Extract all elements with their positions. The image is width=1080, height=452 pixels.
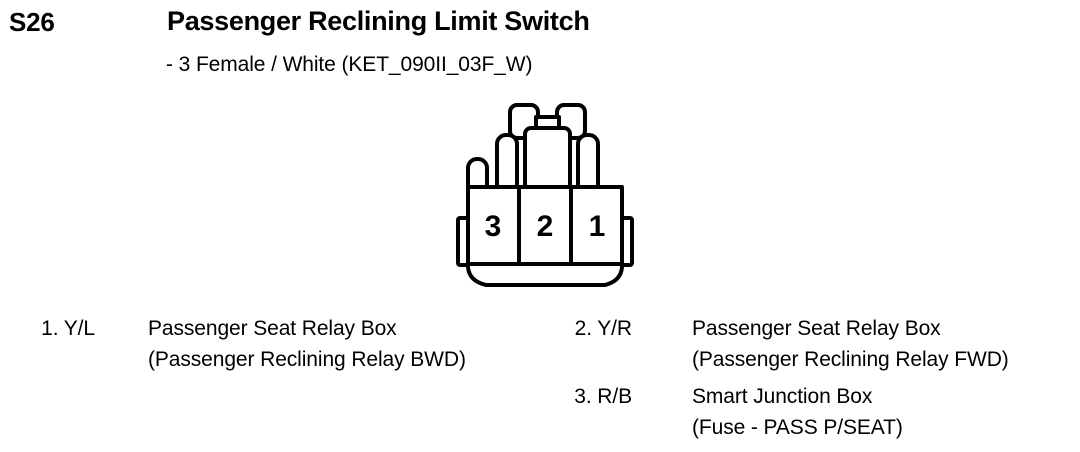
pin-description: Passenger Seat Relay Box (Passenger Recl… <box>95 313 545 375</box>
center-post-block <box>523 126 572 192</box>
pin-description-line-2: (Fuse - PASS P/SEAT) <box>692 416 903 439</box>
post-inner-right <box>576 133 600 195</box>
pin-reference: 1. Y/L <box>41 317 95 340</box>
post-inner-left <box>495 133 519 195</box>
connector-subtitle: - 3 Female / White (KET_090II_03F_W) <box>166 53 533 76</box>
page-title: Passenger Reclining Limit Switch <box>167 6 590 36</box>
pin-list-left: 1. Y/L Passenger Seat Relay Box (Passeng… <box>0 313 545 381</box>
connector-outline-svg: 3 2 1 <box>456 103 634 287</box>
connector-id-label: S26 <box>9 7 55 37</box>
pin-description-line-1: Passenger Seat Relay Box <box>148 317 397 340</box>
pin-row: 3. R/B Smart Junction Box (Fuse - PASS P… <box>560 381 1080 443</box>
pin-description-line-1: Passenger Seat Relay Box <box>692 317 941 340</box>
cavity-number-3: 3 <box>485 210 502 243</box>
pin-description-line-2: (Passenger Reclining Relay BWD) <box>148 348 466 371</box>
pin-description: Passenger Seat Relay Box (Passenger Recl… <box>632 313 1080 375</box>
pin-row: 1. Y/L Passenger Seat Relay Box (Passeng… <box>0 313 545 375</box>
pin-list-right: 2. Y/R Passenger Seat Relay Box (Passeng… <box>560 313 1080 449</box>
connector-skirt <box>466 262 624 287</box>
pin-description: Smart Junction Box (Fuse - PASS P/SEAT) <box>632 381 1080 443</box>
pin-row: 2. Y/R Passenger Seat Relay Box (Passeng… <box>560 313 1080 375</box>
connector-body <box>466 185 624 266</box>
pin-description-line-1: Smart Junction Box <box>692 385 873 408</box>
connector-face-diagram: 3 2 1 <box>440 95 670 290</box>
cavity-number-2: 2 <box>537 210 554 243</box>
pin-description-line-2: (Passenger Reclining Relay FWD) <box>692 348 1009 371</box>
cavity-number-1: 1 <box>589 210 606 243</box>
pin-reference: 2. Y/R <box>574 317 632 340</box>
pin-reference: 3. R/B <box>574 385 632 408</box>
